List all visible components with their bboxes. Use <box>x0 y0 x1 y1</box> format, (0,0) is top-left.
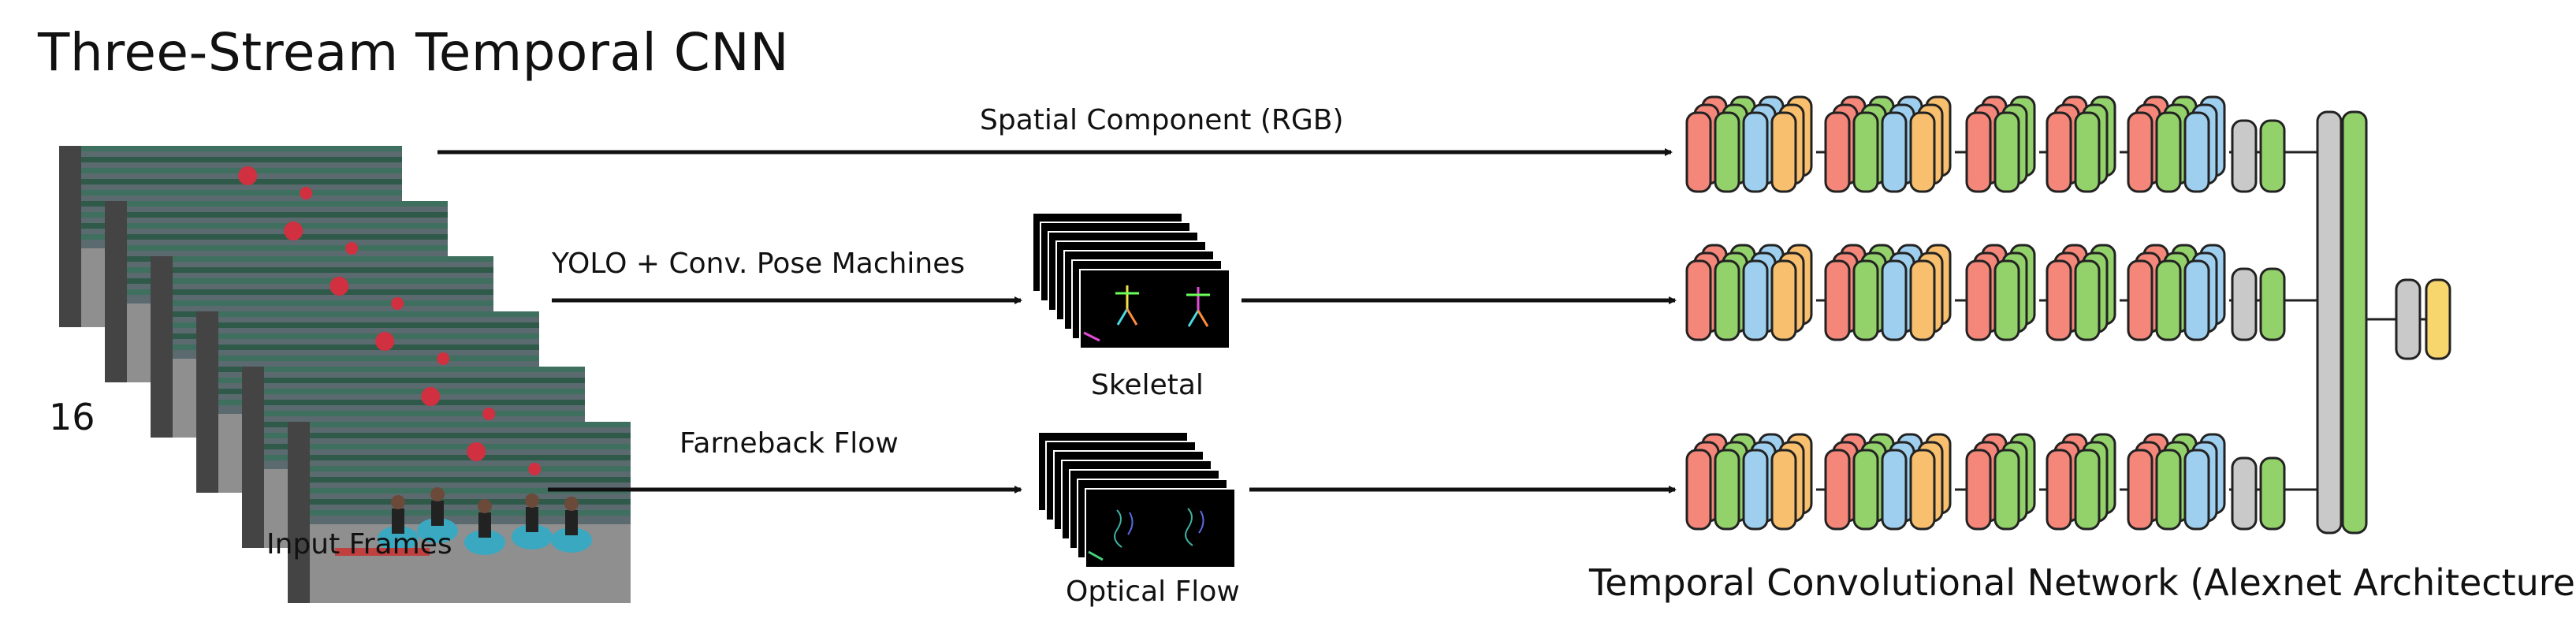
conv-block <box>2127 259 2153 341</box>
input-frame <box>288 422 631 603</box>
flow-edge-label: Farneback Flow <box>679 427 899 460</box>
conv-block <box>1852 449 1879 531</box>
dancers <box>335 487 592 556</box>
spatial-edge-label: Spatial Component (RGB) <box>980 104 1344 136</box>
conv-block <box>1965 259 1992 341</box>
network-label: Temporal Convolutional Network (Alexnet … <box>1589 561 2576 604</box>
conv-block <box>2074 259 2101 341</box>
diagram-title: Three-Stream Temporal CNN <box>38 22 790 83</box>
conv-block <box>2155 259 2182 341</box>
conv-block <box>1685 259 1712 341</box>
skeletal-frames-stack <box>1032 212 1230 349</box>
conv-block <box>2155 111 2182 193</box>
conv-block <box>1965 111 1992 193</box>
conv-block <box>1881 259 1908 341</box>
skeletal-figures <box>1083 285 1210 342</box>
optical-flow-frames-stack <box>1037 431 1236 568</box>
flow-figures <box>1088 508 1204 561</box>
conv-block <box>1685 111 1712 193</box>
conv-block <box>2046 449 2072 531</box>
fc-layer-gray <box>2231 119 2258 193</box>
fc-layer-green <box>2259 456 2286 531</box>
conv-block <box>1993 111 2020 193</box>
conv-block <box>2046 111 2072 193</box>
conv-block <box>1824 111 1851 193</box>
fusion-layers <box>2316 110 2451 535</box>
conv-block <box>1770 111 1797 193</box>
conv-block <box>1714 449 1740 531</box>
conv-block <box>1742 449 1769 531</box>
conv-block <box>1881 449 1908 531</box>
conv-block <box>2127 111 2153 193</box>
conv-block <box>1742 259 1769 341</box>
flow-frame <box>1085 488 1236 568</box>
conv-block <box>1824 449 1851 531</box>
conv-block <box>1852 111 1879 193</box>
final-layer-gray <box>2395 278 2422 360</box>
skeletal-frame <box>1079 269 1230 349</box>
conv-block <box>1714 259 1740 341</box>
fc-layer-green <box>2259 119 2286 193</box>
network-row-2 <box>1685 244 2317 341</box>
output-layer <box>2425 278 2451 360</box>
input-frames-stack <box>59 146 631 603</box>
conv-block <box>2183 111 2210 193</box>
conv-block <box>1909 449 1936 531</box>
conv-block <box>1965 449 1992 531</box>
conv-block <box>2183 449 2210 531</box>
fc-layer-gray <box>2231 456 2258 531</box>
network-row-3 <box>1685 433 2317 531</box>
conv-block <box>2074 449 2101 531</box>
skeletal-label: Skeletal <box>1091 369 1204 401</box>
conv-block <box>1909 111 1936 193</box>
conv-block <box>2183 259 2210 341</box>
network-row-1 <box>1685 95 2317 193</box>
fusion-layer-gray <box>2316 110 2343 535</box>
temporal-cnn-network <box>1685 95 2451 535</box>
conv-block <box>1770 259 1797 341</box>
conv-block <box>2155 449 2182 531</box>
conv-block <box>1714 111 1740 193</box>
conv-block <box>1881 111 1908 193</box>
conv-block <box>1852 259 1879 341</box>
conv-block <box>1742 111 1769 193</box>
fusion-layer-green <box>2341 110 2368 535</box>
conv-block <box>1685 449 1712 531</box>
fc-layer-green <box>2259 267 2286 341</box>
optical-flow-label: Optical Flow <box>1066 576 1240 608</box>
skeletal-edge-label: YOLO + Conv. Pose Machines <box>552 248 966 280</box>
fc-layer-gray <box>2231 267 2258 341</box>
input-frames-label: Input Frames <box>266 528 452 561</box>
conv-block <box>1909 259 1936 341</box>
frame-count: 16 <box>49 396 95 438</box>
conv-block <box>2127 449 2153 531</box>
conv-block <box>2074 111 2101 193</box>
conv-block <box>1993 449 2020 531</box>
conv-block <box>1993 259 2020 341</box>
conv-block <box>2046 259 2072 341</box>
conv-block <box>1824 259 1851 341</box>
conv-block <box>1770 449 1797 531</box>
